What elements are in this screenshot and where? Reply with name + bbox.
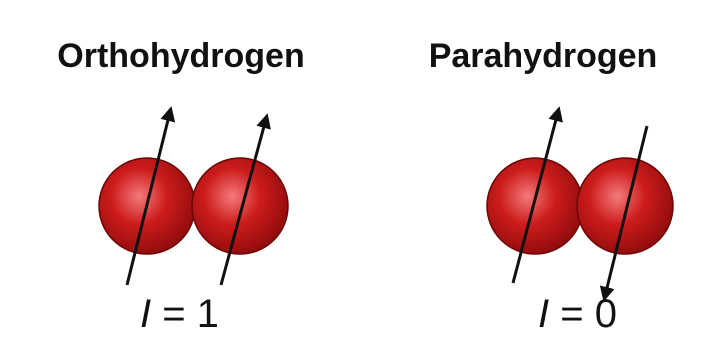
hydrogen-atom-right xyxy=(577,158,673,254)
parahydrogen-spin-label: I = 0 xyxy=(538,292,617,336)
spin-value: 0 xyxy=(595,292,617,336)
hydrogen-atom-right xyxy=(192,158,288,254)
orthohydrogen-spin-label: I = 1 xyxy=(140,292,219,336)
hydrogen-atom-left xyxy=(487,158,583,254)
parahydrogen-panel: Parahydrogen I = 0 xyxy=(362,0,724,339)
spin-equals: = xyxy=(151,292,197,336)
orthohydrogen-molecule xyxy=(0,0,362,339)
spin-value: 1 xyxy=(197,292,219,336)
parahydrogen-molecule xyxy=(362,0,724,339)
orthohydrogen-panel: Orthohydrogen I = 1 xyxy=(0,0,362,339)
spin-symbol: I xyxy=(140,292,151,336)
spin-symbol: I xyxy=(538,292,549,336)
spin-equals: = xyxy=(549,292,595,336)
